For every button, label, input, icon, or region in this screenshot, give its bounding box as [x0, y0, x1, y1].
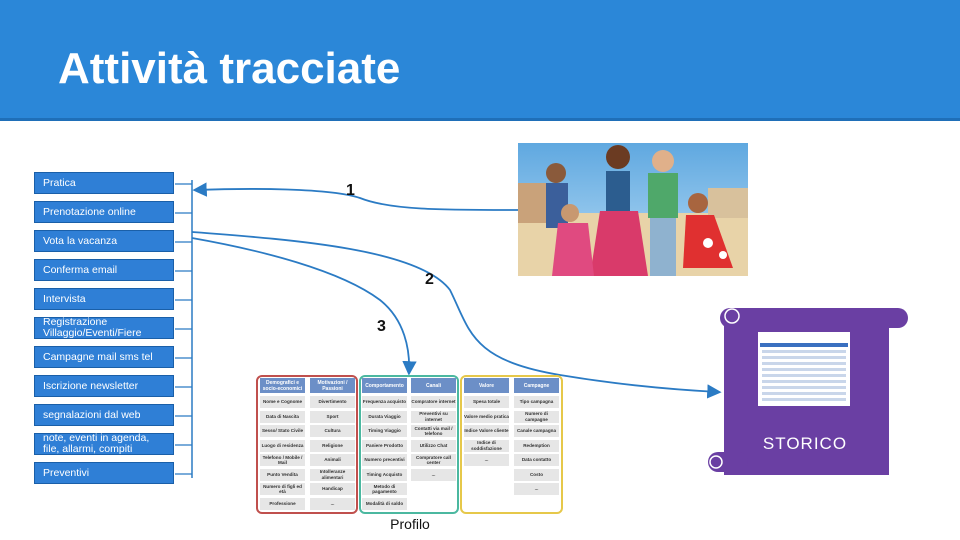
profile-attribute: Handicap: [310, 483, 355, 495]
profile-category-header: Motivazioni / Passioni: [310, 378, 355, 393]
profile-attribute: Sport: [310, 410, 355, 423]
profile-attribute: Timing Acquisto: [362, 468, 407, 481]
profile-attribute: Valore medio pratica: [464, 410, 509, 423]
profilo-label: Profilo: [390, 516, 430, 532]
profile-attribute: Punto Vendita: [260, 468, 305, 481]
profile-attribute: ...: [310, 497, 355, 510]
activity-item: Intervista: [34, 288, 174, 310]
activity-item: Campagne mail sms tel: [34, 346, 174, 368]
profile-attribute: Durata Viaggio: [362, 410, 407, 423]
profile-attribute: Telefono / Mobile / Mail: [260, 454, 305, 466]
profile-category-header: Canali: [411, 378, 456, 393]
arrow-label-2: 2: [425, 271, 434, 288]
activity-item: segnalazioni dal web: [34, 404, 174, 426]
profile-attribute: Luogo di residenza: [260, 439, 305, 452]
profile-attribute: Divertimento: [310, 396, 355, 408]
profile-attribute: ...: [411, 468, 456, 481]
profile-attribute: Contatti via mail / telefono: [411, 425, 456, 437]
profile-attribute: Cultura: [310, 425, 355, 437]
profile-attribute: Redemption: [514, 439, 559, 452]
profile-attribute: ...: [514, 483, 559, 495]
profile-attribute: Sesso/ Stato Civile: [260, 425, 305, 437]
arrow-label-1: 1: [346, 182, 355, 199]
activity-item: Prenotazione online: [34, 201, 174, 223]
profile-attribute: Metodo di pagamento: [362, 483, 407, 495]
profile-group-1: [359, 375, 459, 514]
profile-group-2: [460, 375, 563, 514]
profile-attribute: Canale campagna: [514, 425, 559, 437]
profile-attribute: Numero di figli ed età: [260, 483, 305, 495]
arrow-1: [192, 182, 521, 211]
profile-category-header: Comportamento: [362, 378, 407, 393]
profile-attribute: Nome e Cognome: [260, 396, 305, 408]
activity-item: Vota la vacanza: [34, 230, 174, 252]
profile-attribute: Indice di soddisfazione: [464, 439, 509, 452]
profile-group-0: [256, 375, 358, 514]
profile-category-header: Demografici e socio-economici: [260, 378, 305, 393]
profile-attribute: Animali: [310, 454, 355, 466]
activity-item: Registrazione Villaggio/Eventi/Fiere: [34, 317, 174, 339]
activity-item: Conferma email: [34, 259, 174, 281]
profile-attribute: Tipo campagna: [514, 396, 559, 408]
profile-attribute: Frequenza acquisto: [362, 396, 407, 408]
family-beach-photo: [518, 143, 748, 276]
profile-attribute: Timing Viaggio: [362, 425, 407, 437]
profile-attribute: Religione: [310, 439, 355, 452]
page-title: Attività tracciate: [58, 44, 401, 93]
profile-category-header: Campagne: [514, 378, 559, 393]
activity-item: Iscrizione newsletter: [34, 375, 174, 397]
activity-item: note, eventi in agenda, file, allarmi, c…: [34, 433, 174, 455]
profile-attribute: Compratore internet: [411, 396, 456, 408]
profile-attribute: ...: [464, 454, 509, 466]
storico-label: STORICO: [762, 434, 848, 453]
profile-attribute: Modalità di saldo: [362, 497, 407, 510]
profile-attribute: Indice Valore cliente: [464, 425, 509, 437]
profile-attribute: Utilizzo Chat: [411, 439, 456, 452]
profile-attribute: Numero precentivi: [362, 454, 407, 466]
profile-category-header: Valore: [464, 378, 509, 393]
profile-attribute: Compratore call center: [411, 454, 456, 466]
profile-attribute: Data di Nascita: [260, 410, 305, 423]
storico-scroll: [700, 300, 915, 480]
profile-attribute: Data contatto: [514, 454, 559, 466]
profile-attribute: Preventivi su internet: [411, 410, 456, 423]
activity-item: Preventivi: [34, 462, 174, 484]
profile-attribute: Costo: [514, 468, 559, 481]
arrow-3: [191, 237, 417, 376]
arrow-2: [191, 231, 722, 399]
activity-item: Pratica: [34, 172, 174, 194]
title-bar: Attività tracciate: [0, 0, 960, 121]
profile-attribute: Numero di campagne: [514, 410, 559, 423]
arrow-label-3: 3: [377, 318, 386, 335]
profile-attribute: Professione: [260, 497, 305, 510]
profile-attribute: Spesa totale: [464, 396, 509, 408]
profile-attribute: Intolleranze alimentari: [310, 468, 355, 481]
profile-attribute: Paniere Prodotto: [362, 439, 407, 452]
